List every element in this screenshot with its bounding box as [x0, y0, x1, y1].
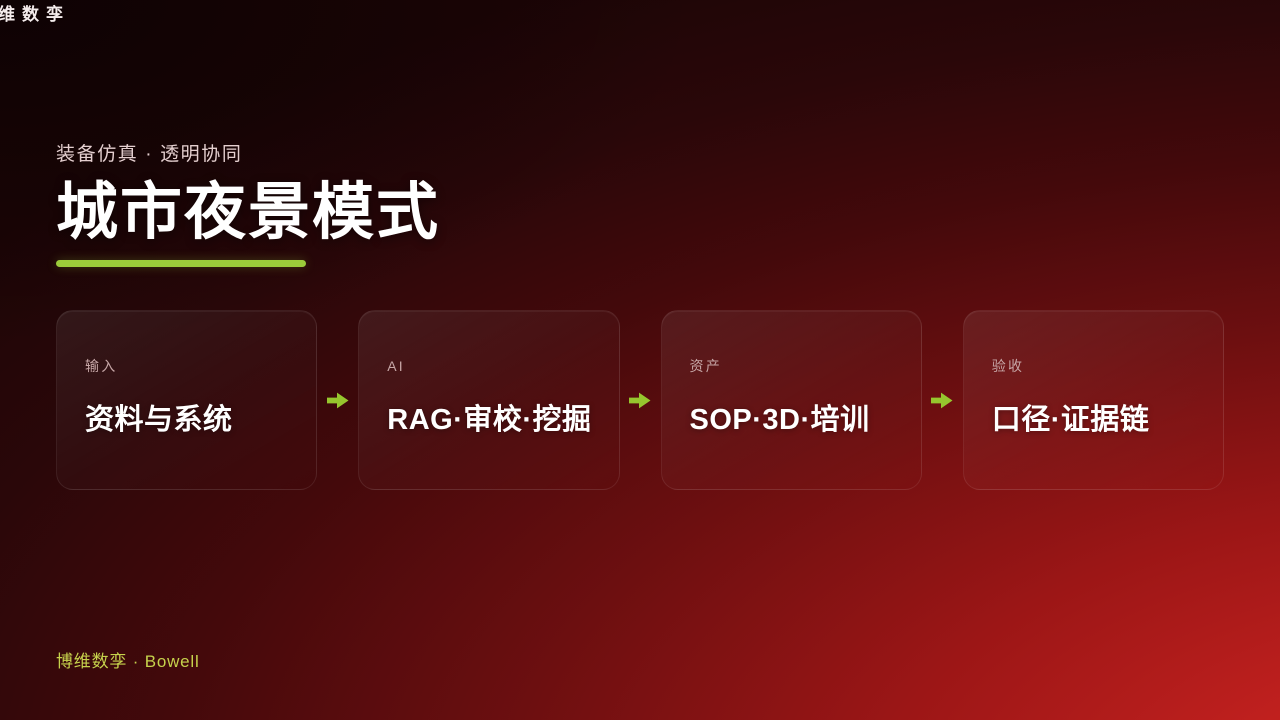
brand-logo-bar: 博维数孪	[0, 0, 1280, 30]
footer-brand: 博维数孪 · Bowell	[56, 652, 200, 671]
pipeline-connector-2	[620, 310, 661, 490]
arrow-right-icon	[326, 392, 349, 409]
heading-block: 装备仿真 · 透明协同 城市夜景模式	[56, 142, 440, 267]
brand-logo-text: 博维数孪	[0, 5, 70, 24]
title-underline-accent	[56, 260, 306, 267]
slide-eyebrow: 装备仿真 · 透明协同	[56, 144, 243, 165]
pipeline-connector-3	[922, 310, 963, 490]
pipeline-card-label: 输入	[85, 358, 118, 374]
pipeline-card-label: AI	[387, 358, 405, 374]
pipeline-card-label: 资产	[689, 358, 722, 374]
pipeline-card-ai[interactable]: AI RAG·审校·挖掘	[358, 310, 620, 490]
pipeline-card-title: SOP·3D·培训	[689, 404, 870, 436]
pipeline-flow: 输入 资料与系统 AI RAG·审校·挖掘 资产 SOP·3D·培训	[56, 310, 1224, 490]
page-title: 城市夜景模式	[56, 178, 441, 247]
arrow-right-icon	[629, 392, 651, 409]
pipeline-card-title: RAG·审校·挖掘	[387, 404, 592, 436]
pipeline-connector-1	[317, 310, 358, 490]
pipeline-card-input[interactable]: 输入 资料与系统	[56, 310, 318, 490]
pipeline-card-label: 验收	[991, 358, 1025, 374]
pipeline-card-acceptance[interactable]: 验收 口径·证据链	[962, 310, 1224, 490]
arrow-right-icon	[931, 392, 953, 409]
pipeline-card-title: 资料与系统	[85, 404, 233, 436]
pipeline-card-assets[interactable]: 资产 SOP·3D·培训	[660, 310, 922, 490]
pipeline-card-title: 口径·证据链	[991, 404, 1150, 436]
